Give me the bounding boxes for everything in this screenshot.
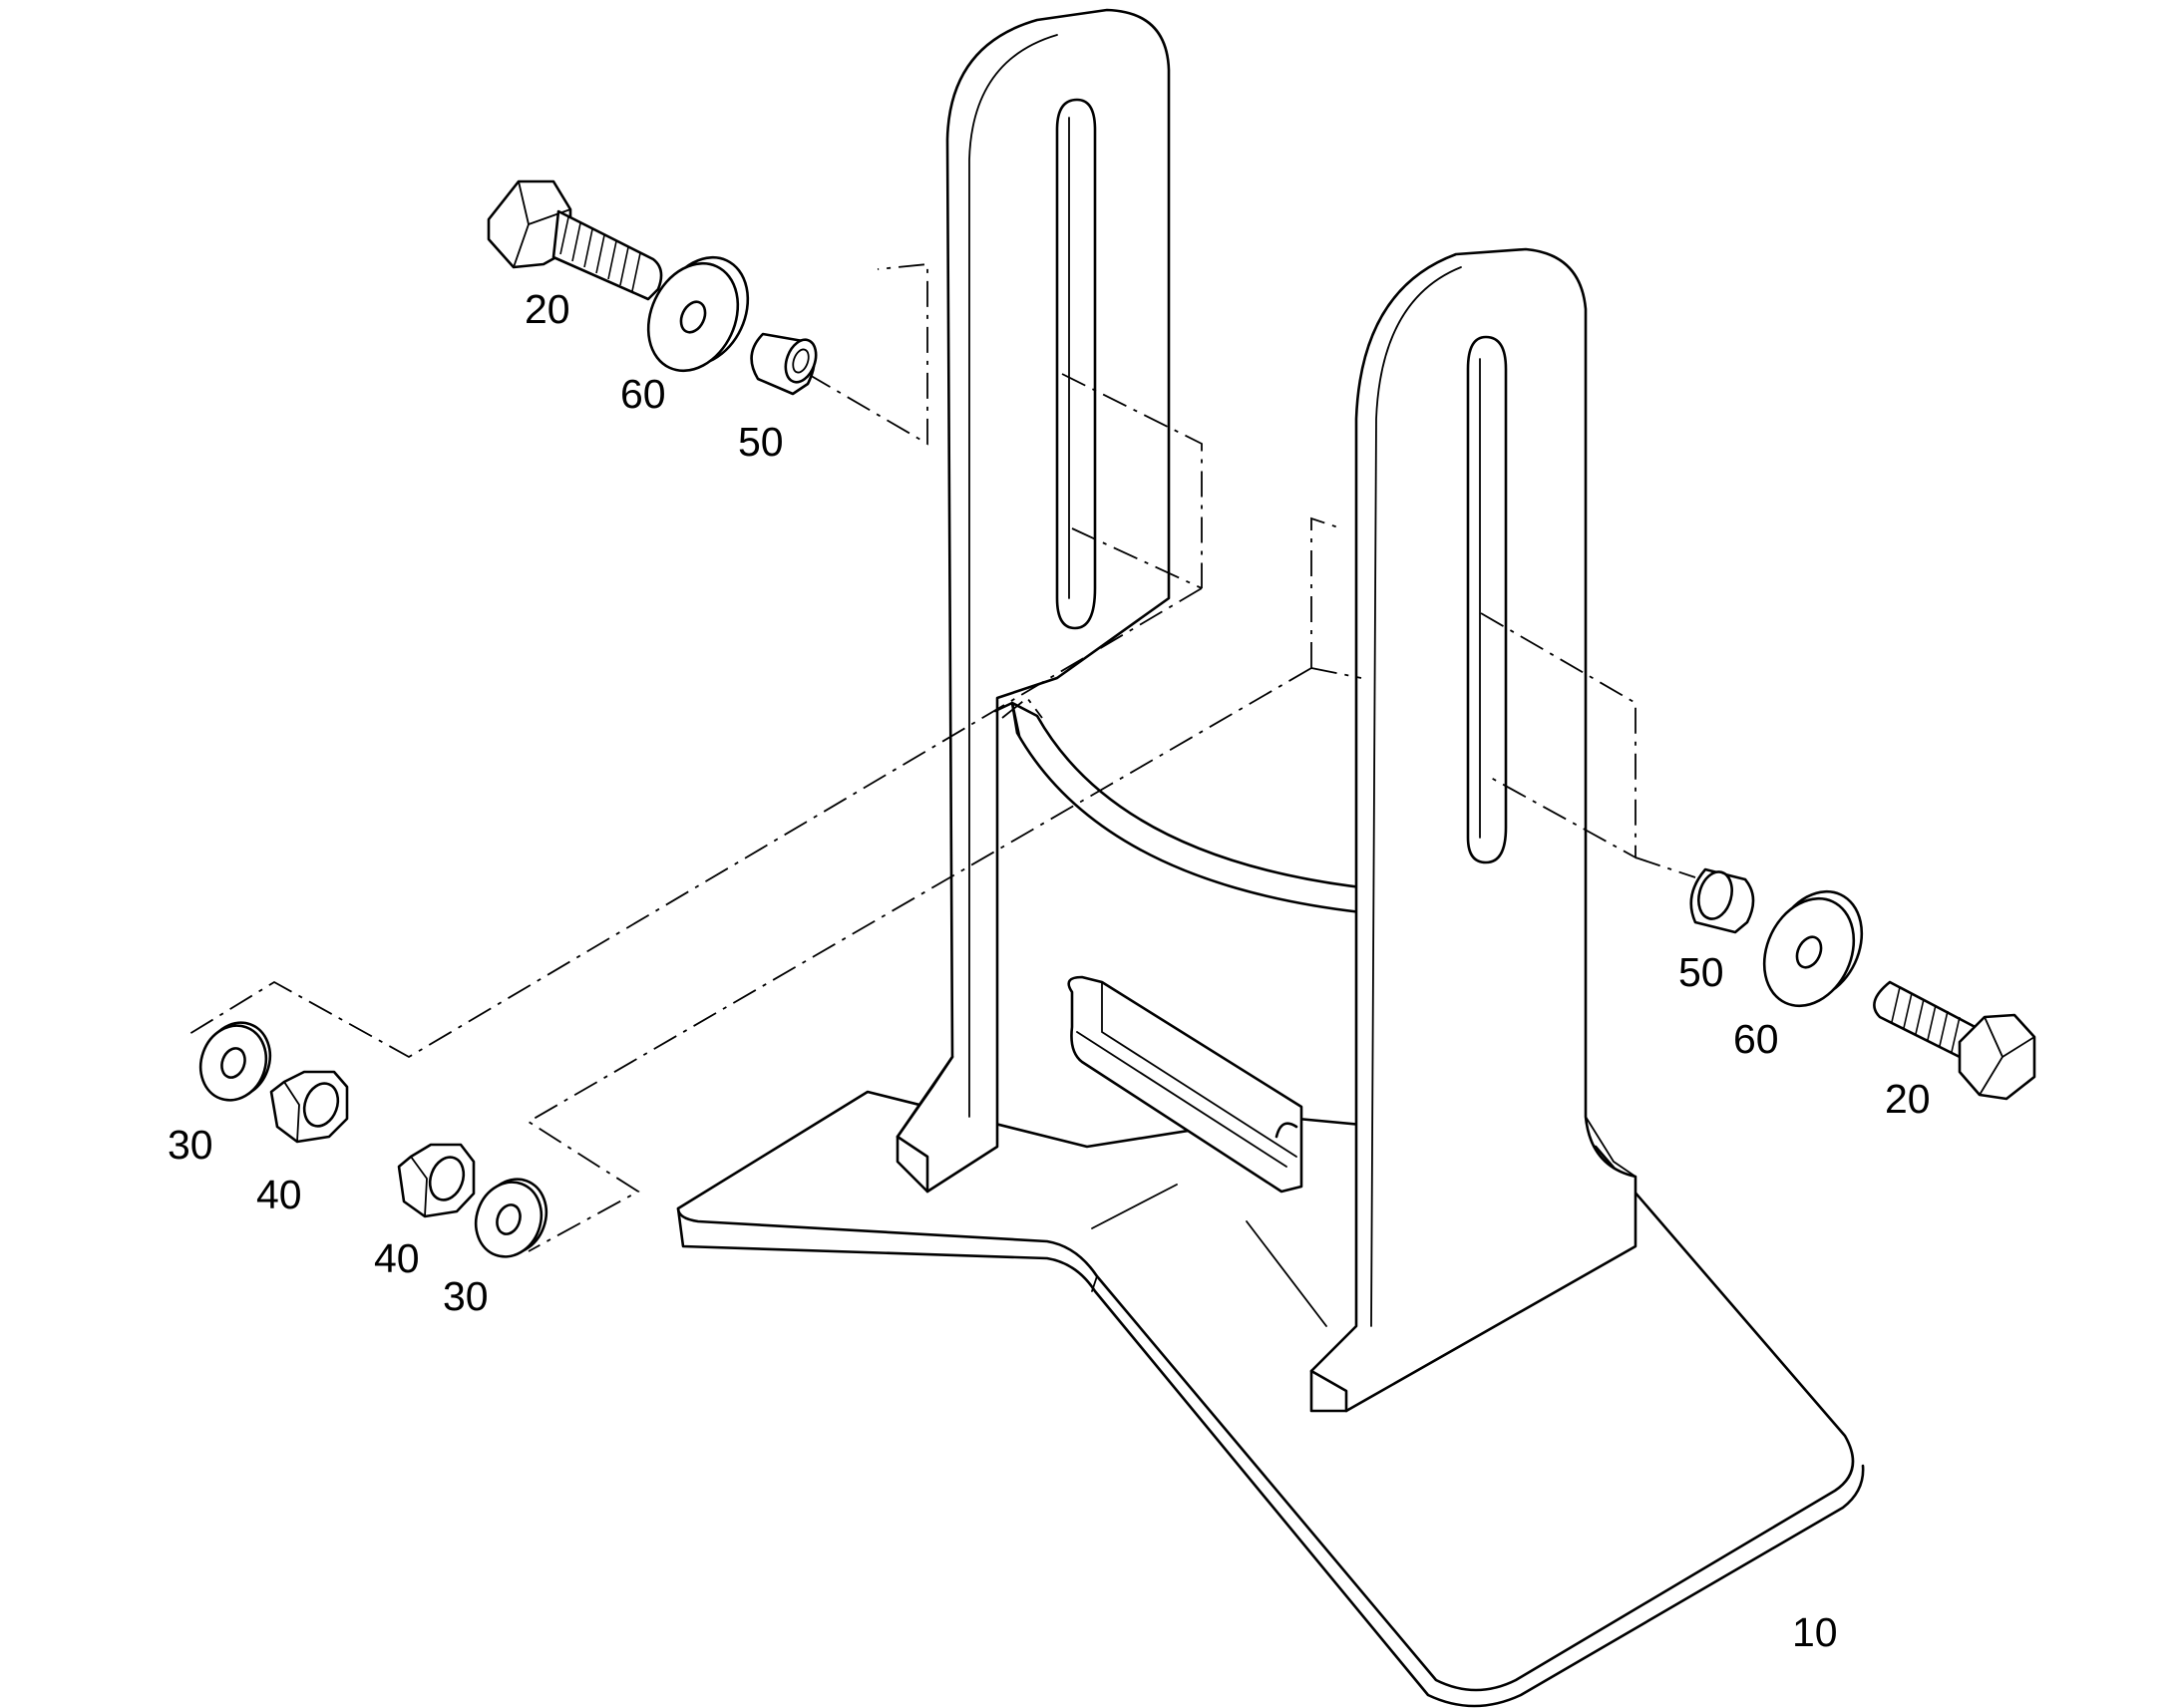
callout-hex-nut-lower-left-b: 40 (374, 1235, 420, 1281)
callout-washer-lower-left-a: 30 (168, 1122, 213, 1168)
bushing-right (1689, 867, 1755, 934)
bracket-part (676, 8, 1865, 1708)
callout-bushing-upper-left: 50 (738, 419, 784, 465)
washer-lower-left-b (474, 1178, 548, 1258)
callout-thick-washer-upper-left: 60 (620, 371, 666, 417)
washer-lower-left-a (198, 1021, 272, 1102)
callout-bolt-right: 20 (1885, 1076, 1931, 1122)
callout-bushing-right: 50 (1678, 949, 1724, 995)
center-lines (183, 263, 1696, 1252)
callout-washer-lower-left-b: 30 (443, 1273, 489, 1319)
thick-washer-right (1762, 889, 1864, 1008)
hex-nut-lower-left-a (269, 1070, 349, 1144)
bracket-cradle (993, 701, 1363, 914)
callout-hex-nut-lower-left-a: 40 (256, 1172, 302, 1217)
bushing-upper-left (750, 332, 818, 396)
thick-washer-upper-left (646, 255, 750, 373)
callout-thick-washer-right: 60 (1733, 1016, 1779, 1062)
hex-nut-lower-left-b (397, 1143, 476, 1218)
callout-bolt-upper-left: 20 (525, 286, 570, 332)
bolt-upper-left (487, 179, 663, 301)
bracket-web-slot (1067, 975, 1303, 1194)
bolt-right (1873, 980, 2036, 1101)
bracket-right-upright (1309, 247, 1637, 1413)
callout-bracket: 10 (1792, 1609, 1838, 1655)
bracket-left-upright (896, 8, 1171, 1194)
